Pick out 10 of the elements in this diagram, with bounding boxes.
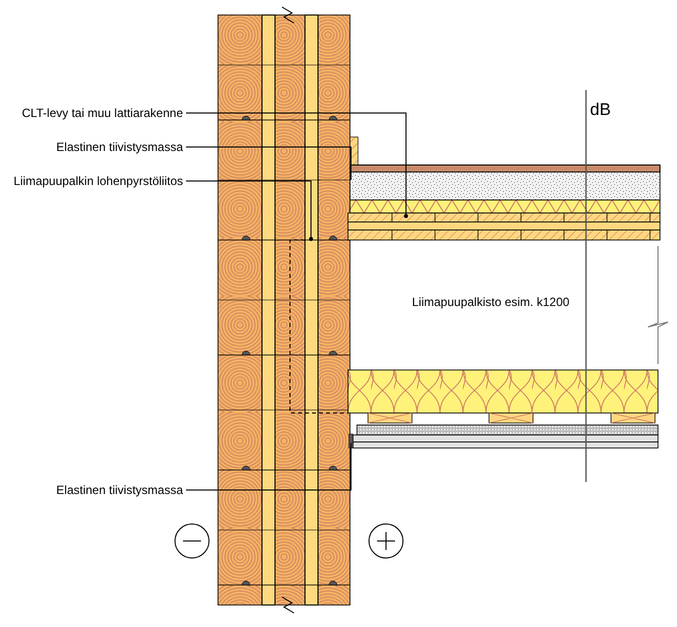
callout-label: Liimapuupalkin lohenpyrstöliitos [14, 174, 183, 188]
leader-line [186, 146, 352, 180]
callout-label: Elastinen tiivistysmassa [56, 483, 183, 497]
leader-line [186, 112, 408, 218]
leader-line [186, 442, 352, 490]
leader-line [186, 180, 313, 241]
callout-label: CLT-levy tai muu lattiarakenne [22, 106, 183, 120]
callout-label: Elastinen tiivistysmassa [56, 140, 183, 154]
annotation-text: Liimapuupalkisto esim. k1200 [412, 295, 570, 309]
section-label: dB [590, 100, 611, 119]
